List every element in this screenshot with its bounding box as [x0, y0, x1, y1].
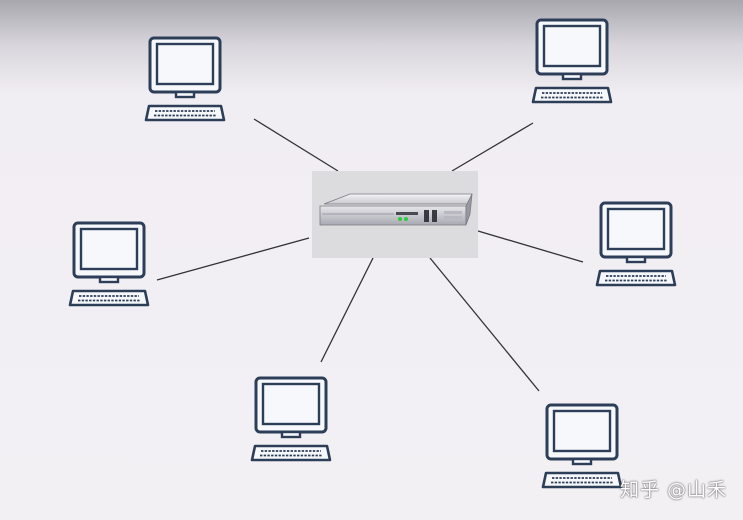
link-top-left — [253, 118, 339, 172]
link-bottom-right — [429, 257, 540, 392]
rack-server-icon — [312, 171, 478, 258]
desktop-computer-icon-bottom-left — [250, 376, 332, 462]
link-bottom-left — [320, 257, 374, 363]
desktop-computer-icon-top-right — [531, 18, 613, 104]
desktop-computer-icon-middle-left — [68, 221, 150, 307]
link-top-right — [451, 122, 534, 172]
link-middle-right — [477, 230, 584, 263]
desktop-computer-icon-bottom-right — [541, 403, 623, 489]
network-links — [156, 118, 584, 392]
desktop-computer-icon-top-left — [144, 36, 226, 122]
link-middle-left — [156, 237, 310, 281]
desktop-computer-icon-middle-right — [595, 201, 677, 287]
watermark-text: 知乎 @山禾 — [619, 479, 727, 501]
